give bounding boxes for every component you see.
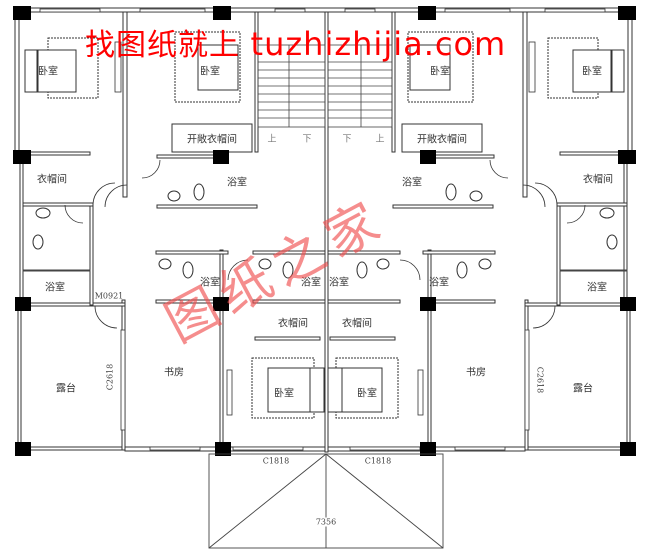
room-label-bathroom: 浴室 <box>587 282 607 294</box>
bed-top-left <box>24 37 99 99</box>
bed-top-center-left <box>174 31 241 103</box>
stair-up-label: 上 <box>267 134 277 145</box>
room-label-bathroom: 浴室 <box>301 277 321 289</box>
bed-top-center-right <box>407 31 474 103</box>
watermark-url-text: tuzhizhijia.com <box>250 25 507 63</box>
room-label-terrace: 露台 <box>573 383 593 395</box>
bathroom-fixtures <box>32 183 618 304</box>
window-tag-c1818: C1818 <box>364 456 392 466</box>
door-tag-m0921: M0921 <box>94 291 124 301</box>
room-label-closet: 衣帽间 <box>37 174 67 186</box>
room-label-bedroom: 卧室 <box>200 66 220 78</box>
room-label-bathroom: 浴室 <box>402 177 422 189</box>
side-windows <box>114 41 536 451</box>
stair-down-label: 下 <box>342 134 352 145</box>
stair-up-label: 上 <box>375 134 385 145</box>
room-label-open-closet: 开敞衣帽间 <box>187 134 237 146</box>
open-closets <box>171 123 483 153</box>
room-label-closet: 衣帽间 <box>278 318 308 330</box>
room-label-bedroom: 卧室 <box>274 388 294 400</box>
structural-columns <box>13 6 636 456</box>
door-swings <box>64 159 586 329</box>
watermark-banner: 找图纸就上 tuzhizhijia.com <box>85 20 506 64</box>
room-label-bathroom: 浴室 <box>429 277 449 289</box>
bed-bottom-right <box>327 357 399 419</box>
staircases <box>257 44 393 128</box>
room-label-bathroom: 浴室 <box>227 177 247 189</box>
beds <box>24 31 625 419</box>
entrance-canopy <box>208 453 444 549</box>
bed-top-right <box>547 37 625 99</box>
bed-bottom-left <box>251 357 325 419</box>
room-label-bathroom: 浴室 <box>200 277 220 289</box>
top-windows <box>39 8 606 13</box>
window-tag-c2618: C2618 <box>105 363 115 391</box>
room-label-terrace: 露台 <box>56 383 76 395</box>
stair-down-label: 下 <box>302 134 312 145</box>
window-tag-c1818: C1818 <box>262 456 290 466</box>
room-label-bedroom: 卧室 <box>582 66 602 78</box>
room-label-bedroom: 卧室 <box>430 66 450 78</box>
room-label-study: 书房 <box>466 367 486 379</box>
room-label-closet: 衣帽间 <box>342 318 372 330</box>
dimension-7356: 7356 <box>314 517 338 527</box>
room-label-bedroom: 卧室 <box>38 66 58 78</box>
room-label-open-closet: 开敞衣帽间 <box>417 134 467 146</box>
room-label-closet: 衣帽间 <box>583 174 613 186</box>
room-label-bathroom: 浴室 <box>45 282 65 294</box>
watermark-cn-text: 找图纸就上 <box>85 28 240 63</box>
room-label-bedroom: 卧室 <box>357 388 377 400</box>
room-label-study: 书房 <box>164 367 184 379</box>
window-tag-c2618: C2618 <box>535 366 545 394</box>
room-label-bathroom: 浴室 <box>329 277 349 289</box>
